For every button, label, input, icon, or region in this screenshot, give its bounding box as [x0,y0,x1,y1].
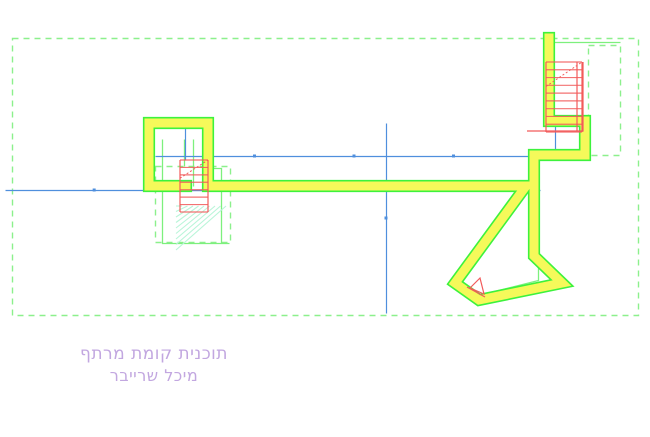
direction-arrow-tail [466,286,486,298]
stair-hatch-line [175,205,221,245]
stair-hatch-line [175,205,188,212]
axis-tick [253,154,256,158]
marker-group [466,276,486,298]
inner-boundary-dashed-right [587,44,622,157]
direction-arrow-marker [469,276,485,296]
stair-hatch-line [175,205,210,234]
axis-tick [92,188,96,192]
wall-fill [144,33,590,305]
stair-lower-break-line [179,159,209,179]
stair-hatch-line [175,205,199,223]
axis-tick [452,154,455,158]
stair-upper-break-line [545,61,583,87]
hatch-group [175,205,227,251]
axis-tick [352,154,356,158]
stair-hatch-line [175,205,205,229]
wall-group [142,31,592,307]
room-outline-1 [161,139,230,245]
stair-hatch-line [175,205,227,251]
stair-landing-rail [527,62,584,132]
plot-boundary-dashed [11,37,640,317]
axis-tick [384,216,388,220]
stair-group [179,61,584,213]
stair-hatch-line [175,205,216,240]
